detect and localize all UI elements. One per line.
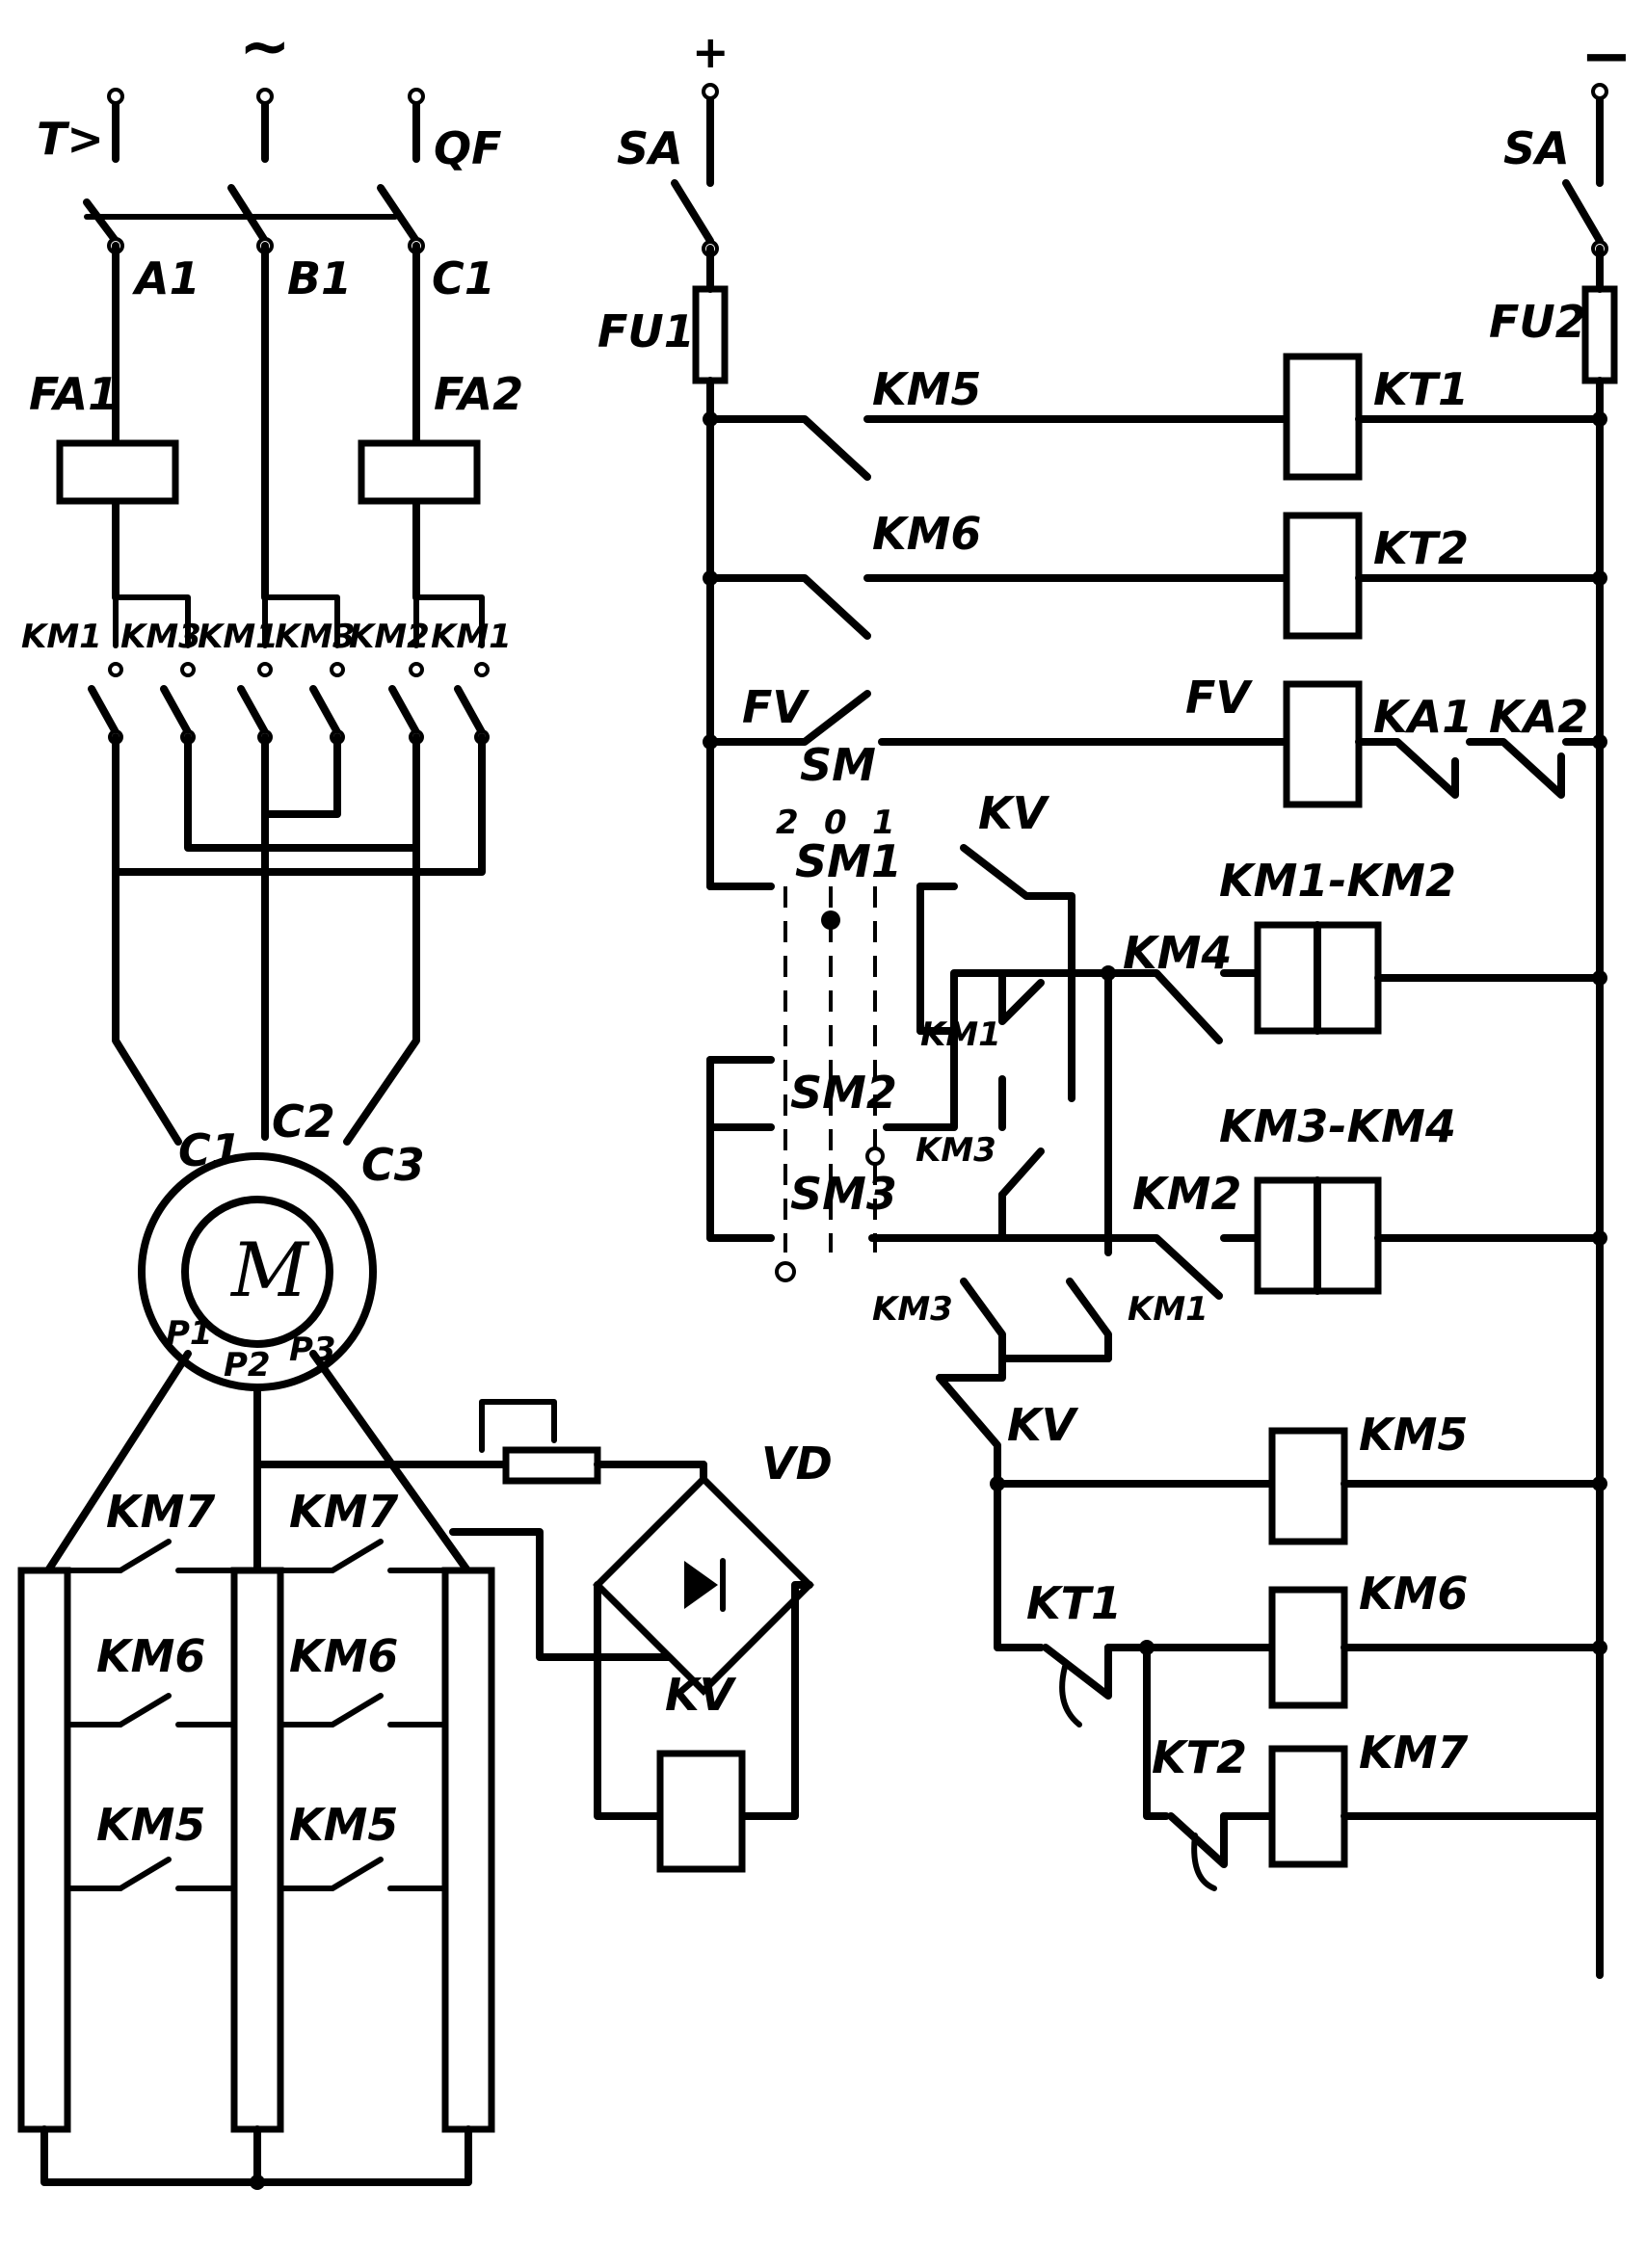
sa-right-switch [1562,179,1604,245]
motor-rotor [181,1196,333,1348]
kt2-coil-label: KT2 [1373,522,1469,574]
fu2-fuse [1581,285,1618,384]
power-circuit: ~ QF T> A1 B1 C1 FA1 FA2 KM1 KM3 KM1 [21,12,523,1191]
rotor-p2-label: P2 [224,1346,271,1385]
km3-contactor-label-1: KM3 [120,618,201,656]
km5-right-label: KM5 [289,1799,398,1851]
kv-relay-coil [656,1750,746,1873]
stator-c3-label: C3 [361,1139,425,1191]
km5-left-label: KM5 [96,1799,205,1851]
km5-contact-label: KM5 [872,363,981,415]
km6-coil-label: KM6 [1359,1568,1468,1620]
kt1-contact-label: KT1 [1026,1577,1122,1629]
km2-contact-label: KM2 [1132,1168,1241,1220]
stator-c2-label: C2 [272,1095,335,1147]
terminal-b [256,88,274,105]
km1-contactor-label-1: KM1 [21,618,102,656]
km1-parallel-label: KM1 [1128,1290,1208,1329]
sm1-label: SM1 [795,835,902,887]
kt1-coil [1283,353,1363,481]
km7-coil [1268,1745,1348,1868]
rotor-p3-label: P3 [289,1331,336,1369]
sm-pos-2: 2 [776,804,799,842]
rotor-resistor-circuit: KM7 KM7 KM6 KM6 KM5 KM5 VD KV [17,1350,833,2190]
km3-parallel-label: KM3 [872,1290,953,1329]
ka1-label: KA1 [1373,691,1473,743]
kv-series-label: KV [1007,1399,1079,1451]
rotor-resistor-3 [441,1567,495,2133]
terminal-a [107,88,124,105]
sa-left-switch [671,179,714,245]
km7-coil-label: KM7 [1359,1727,1468,1779]
fa2-relay [358,439,481,505]
plus-label: + [692,26,730,78]
rotor-resistor-1 [17,1567,71,2133]
sm-pos-1: 1 [872,804,895,842]
km5-coil-label: KM5 [1359,1409,1468,1461]
phase-b1-label: B1 [287,252,352,304]
km2-contactor-label: KM2 [349,618,430,656]
fa1-relay [56,439,179,505]
rectifier-label: VD [761,1437,833,1490]
km6-contact-label: KM6 [872,508,981,560]
km6-coil [1268,1586,1348,1709]
km6-left-label: KM6 [96,1630,205,1682]
reversing-contactors [88,662,490,745]
fv-coil [1283,680,1363,808]
km1-hold-label: KM1 [920,1015,1001,1054]
thermal-label: T> [37,113,104,165]
coil-km1-km2-label: KM1-KM2 [1219,855,1456,907]
terminal-c [408,88,425,105]
ac-symbol: ~ [239,12,291,83]
fv-contact-label: FV [742,681,810,733]
motor: M P1 P2 P3 [138,1152,377,1391]
kt2-contact-label: KT2 [1152,1731,1247,1783]
sm-label: SM [800,739,876,791]
minus-label: − [1580,21,1633,92]
rotor-p1-label: P1 [166,1314,213,1353]
km5-coil [1268,1427,1348,1545]
phase-c1-label: C1 [432,252,495,304]
control-circuit: + − SA SA FU1 FU2 KM5 KT1 KM6 KT2 [597,21,1633,1979]
km6-right-label: KM6 [289,1630,398,1682]
kt1-coil-label: KT1 [1373,363,1469,415]
fv-coil-label: FV [1185,672,1253,724]
kv-contact-label: KV [978,787,1050,839]
motor-symbol: M [229,1227,310,1314]
fu1-fuse [692,285,729,384]
sm2-label: SM2 [790,1067,897,1119]
km3-hold-label: KM3 [916,1131,996,1170]
sm3-label: SM3 [790,1168,897,1220]
km7-left-label: KM7 [106,1486,215,1538]
km1-contactor-label-2: KM1 [198,618,279,656]
phase-a1-label: A1 [132,252,200,304]
kt2-coil [1283,512,1363,640]
fa2-label: FA2 [434,368,523,420]
sa-right-label: SA [1503,122,1570,174]
km7-right-label: KM7 [289,1486,398,1538]
kv-relay-label: KV [665,1669,737,1721]
rotor-resistor-2 [230,1567,284,2133]
fu1-label: FU1 [597,305,695,357]
breaker-label: QF [434,122,502,174]
sa-left-label: SA [617,122,683,174]
km3-contactor-label-2: KM3 [275,618,356,656]
fa1-label: FA1 [29,368,119,420]
coil-km3-km4-label: KM3-KM4 [1219,1100,1456,1152]
ka2-label: KA2 [1489,691,1588,743]
fu2-label: FU2 [1489,296,1586,348]
km1-contactor-label-3: KM1 [431,618,512,656]
sm-pos-0: 0 [824,804,847,842]
potentiometer [502,1446,601,1485]
